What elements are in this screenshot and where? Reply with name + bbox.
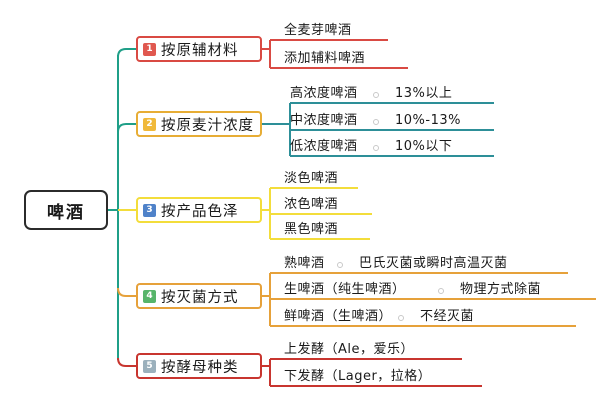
separator-dot [337,262,343,268]
branch-number-badge: 3 [143,203,156,217]
separator-dot [398,315,404,321]
leaf-value: 10%以下 [395,139,453,154]
root-label: 啤酒 [47,202,85,223]
leaf-label: 添加辅料啤酒 [284,51,366,66]
branch-node: 3 按产品色泽 [136,197,262,223]
branch-connector [117,357,136,367]
separator-dot [373,92,379,98]
leaf-value: 10%-13% [395,113,461,128]
branch-label: 按酵母种类 [161,359,239,376]
leaf-label: 浓色啤酒 [284,197,339,212]
leaf-label: 上发酵（Ale，爱乐） [284,342,415,357]
leaf-label: 熟啤酒 [284,256,325,271]
leaf-label: 淡色啤酒 [284,171,339,186]
leaf-label: 鲜啤酒（生啤酒） [284,309,393,324]
separator-dot [373,145,379,151]
branch-number-badge: 1 [143,42,156,56]
leaf-label: 高浓度啤酒 [290,86,358,101]
branch-label: 按产品色泽 [161,203,239,220]
branch-connector [117,123,136,133]
separator-dot [438,288,444,294]
leaf-value: 物理方式除菌 [460,282,542,297]
leaf-label: 低浓度啤酒 [290,139,358,154]
branch-label: 按灭菌方式 [161,289,239,306]
branch-node: 4 按灭菌方式 [136,283,262,309]
branch-connector [117,48,136,58]
branch-number-badge: 4 [143,289,156,303]
root-node: 啤酒 [24,190,108,230]
leaf-label: 全麦芽啤酒 [284,23,352,38]
leaf-label: 下发酵（Lager，拉格） [284,369,432,384]
branch-number-badge: 5 [143,359,156,373]
leaf-label: 黑色啤酒 [284,222,339,237]
leaf-value: 巴氏灭菌或瞬时高温灭菌 [359,256,508,271]
leaf-value: 13%以上 [395,86,453,101]
leaf-label: 生啤酒（纯生啤酒） [284,282,406,297]
branch-node: 1 按原辅材料 [136,36,262,62]
branch-number-badge: 2 [143,117,156,131]
leaf-value: 不经灭菌 [420,309,475,324]
branch-label: 按原麦汁浓度 [161,117,254,134]
branch-connector [117,287,136,297]
branch-label: 按原辅材料 [161,42,239,59]
branch-node: 5 按酵母种类 [136,353,262,379]
branch-node: 2 按原麦汁浓度 [136,111,262,137]
leaf-label: 中浓度啤酒 [290,113,358,128]
separator-dot [373,119,379,125]
